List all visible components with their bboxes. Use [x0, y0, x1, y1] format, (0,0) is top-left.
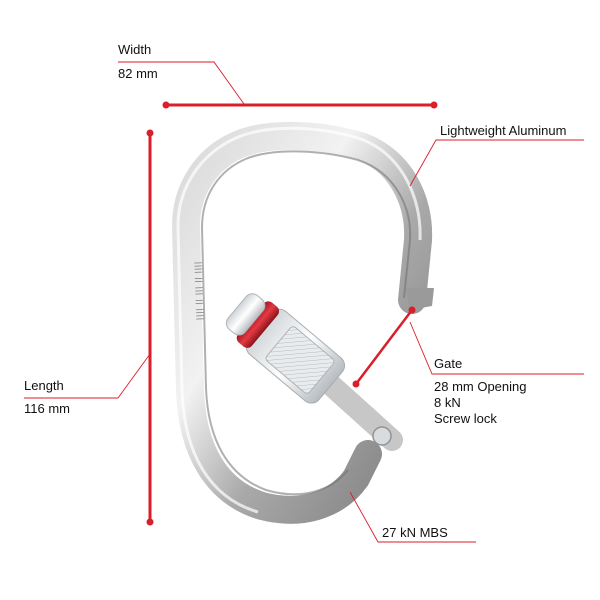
carabiner-inner-edge	[200, 150, 412, 496]
gate-lock-type: Screw lock	[434, 411, 497, 426]
mbs-label: 27 kN MBS	[382, 525, 448, 540]
length-value: 116 mm	[24, 401, 70, 416]
gate-specs: 28 mm Opening 8 kN Screw lock	[434, 379, 527, 427]
material-label: Lightweight Aluminum	[440, 123, 567, 138]
width-value: 82 mm	[118, 66, 158, 81]
length-dimension-end	[146, 518, 154, 526]
width-leader	[118, 61, 245, 105]
screw-lock-sleeve	[225, 293, 346, 404]
length-label: Length	[24, 378, 64, 393]
length-dimension-start	[146, 129, 154, 137]
dimension-lines	[146, 101, 438, 526]
carabiner-frame	[172, 122, 433, 524]
width-label: Width	[118, 42, 152, 57]
gate-label: Gate	[434, 356, 463, 371]
gate-pin	[372, 426, 392, 446]
gate-opening-end	[408, 306, 416, 314]
mbs-leader	[349, 491, 476, 543]
carabiner-outer-highlight	[176, 126, 422, 514]
spine-engraving: |||| || ||| || ||||	[194, 262, 205, 321]
annotation-lines	[24, 61, 584, 543]
lock-indicator-red	[236, 301, 280, 348]
gate-opening: 28 mm Opening	[434, 379, 527, 394]
carabiner-nose	[406, 288, 434, 310]
gate-leader	[409, 321, 584, 375]
width-dimension-start	[162, 101, 170, 109]
carabiner-body: |||| || ||| || ||||	[172, 122, 434, 524]
width-dimension-end	[430, 101, 438, 109]
length-leader	[24, 353, 151, 399]
gate-opening-start	[352, 380, 360, 388]
material-leader	[409, 139, 584, 187]
gate-opening-line	[355, 309, 413, 385]
gate-assembly	[225, 293, 403, 451]
gate-strength: 8 kN	[434, 395, 461, 410]
